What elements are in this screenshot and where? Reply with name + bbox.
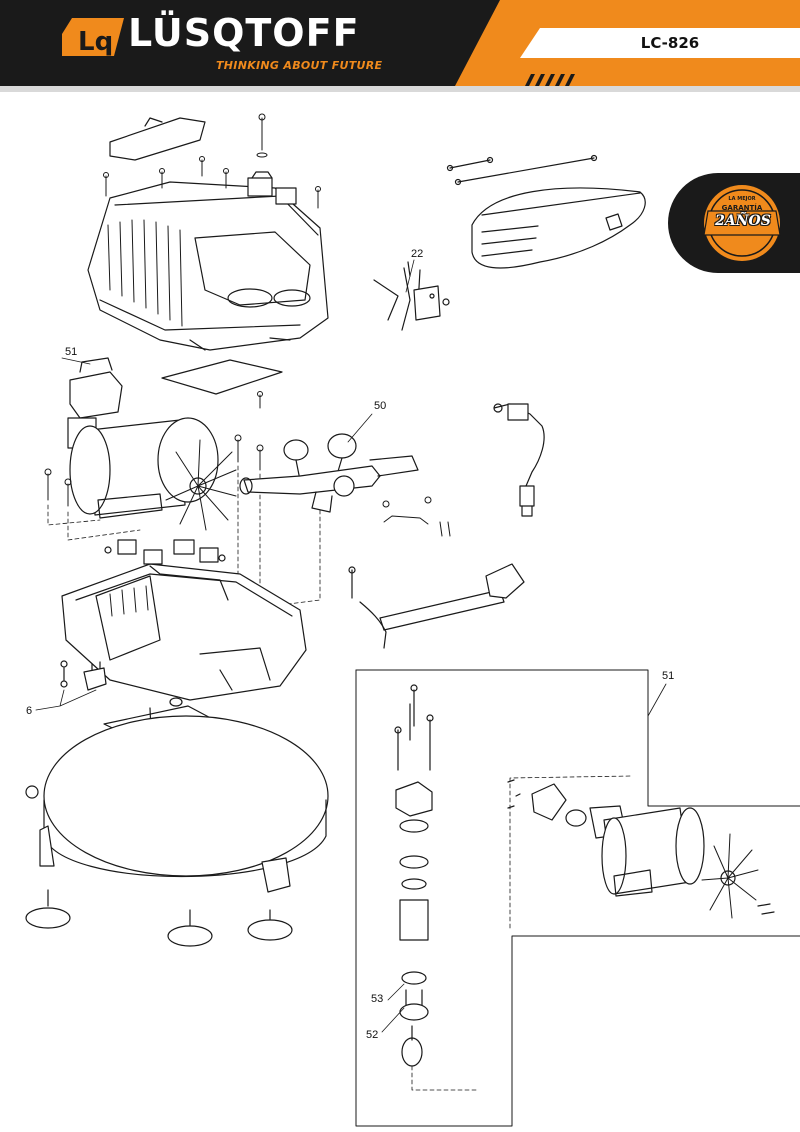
insulation-plate	[161, 359, 283, 395]
access-cover-plate	[109, 117, 206, 161]
power-switch	[247, 171, 297, 205]
header-banner: Lq LÜSQTOFF THINKING ABOUT FUTURE LC-826	[0, 0, 800, 92]
callout-51-detail: 51	[662, 670, 675, 682]
brand-name: LÜSQTOFF	[128, 11, 360, 55]
warranty-badge-top: LA MEJOR	[728, 196, 756, 202]
exploded-view-drawing	[25, 113, 800, 1127]
callout-50: 50	[374, 400, 387, 412]
callout-51-top: 51	[65, 346, 78, 358]
air-hose-fitting	[493, 403, 545, 517]
svg-text:Lq: Lq	[78, 27, 113, 57]
callout-22: 22	[411, 248, 424, 260]
callout-6: 6	[26, 705, 33, 717]
header-background: Lq	[0, 0, 800, 92]
piston-assembly	[394, 684, 477, 1091]
callout-53: 53	[371, 993, 384, 1005]
rubber-feet	[25, 889, 293, 947]
detail-motor	[507, 779, 775, 919]
detail-frame-51	[355, 669, 800, 1127]
unloader-tube	[382, 496, 451, 537]
mounting-bolts	[44, 434, 264, 507]
pancake-air-tank	[25, 715, 329, 893]
brand-tagline: THINKING ABOUT FUTURE	[216, 59, 383, 72]
warranty-badge-main: 2AÑOS	[715, 213, 771, 229]
pressure-switch	[60, 660, 107, 691]
manifold-gauges	[239, 433, 419, 513]
handle-tube	[348, 563, 525, 649]
cover-screws	[103, 113, 321, 409]
warranty-badge-middle: GARANTÍA	[721, 204, 763, 212]
wiring-kit	[446, 154, 646, 269]
base-housing	[61, 563, 307, 701]
warranty-badge-icon	[668, 173, 800, 273]
warranty-badge: LA MEJOR GARANTÍA 2AÑOS	[668, 173, 800, 273]
vibration-pads	[104, 539, 226, 565]
model-number: LC-826	[640, 34, 700, 52]
motor-assembly	[67, 357, 237, 531]
brand-logo-icon: Lq	[62, 18, 124, 57]
pressure-switch-wiring	[373, 261, 450, 331]
top-cover-shroud	[87, 181, 329, 351]
callout-52: 52	[366, 1029, 379, 1041]
